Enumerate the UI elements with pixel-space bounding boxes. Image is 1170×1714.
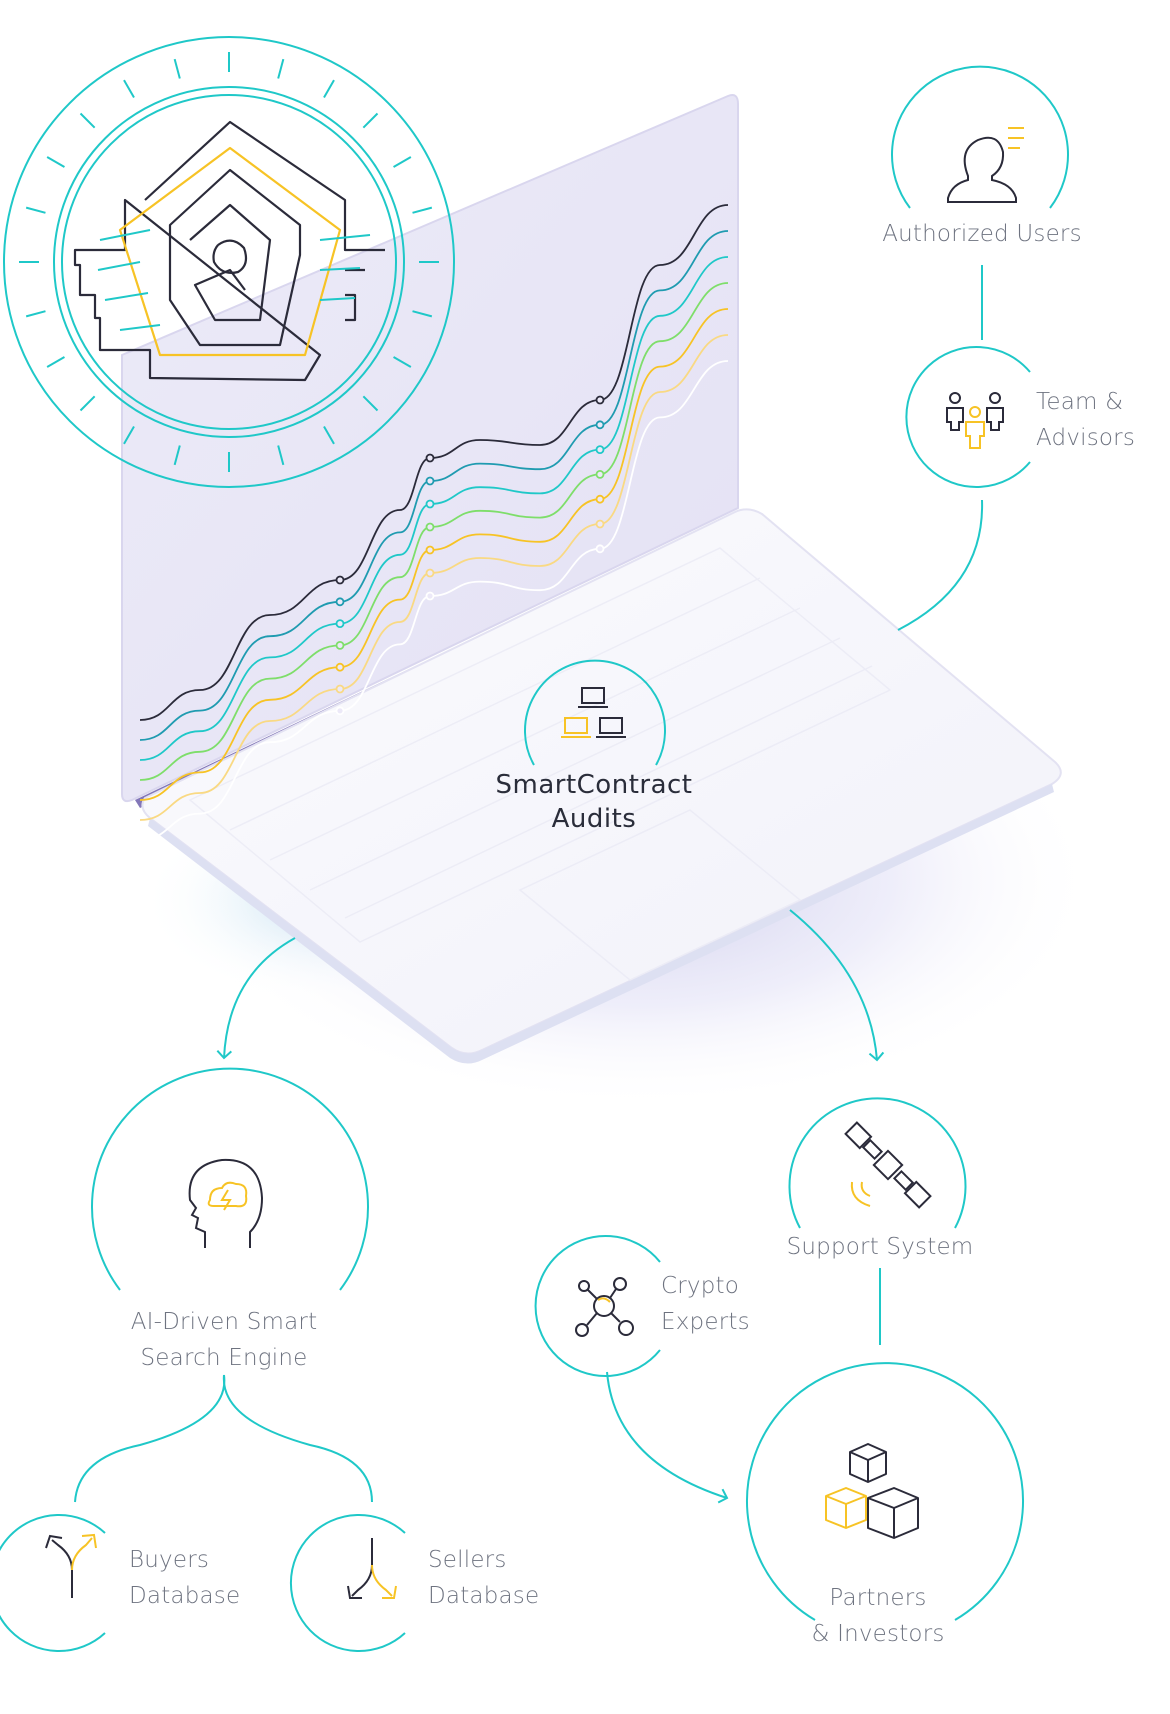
sellers-label-line1: Sellers — [428, 1547, 507, 1573]
center-label-line1: SmartContract — [495, 770, 693, 800]
logo-tick — [362, 395, 379, 412]
chart-point — [595, 445, 605, 455]
chart-point — [335, 597, 345, 607]
logo-tick — [79, 112, 96, 129]
chart-point — [425, 568, 435, 578]
logo-tick — [362, 112, 379, 129]
chart-point — [425, 476, 435, 486]
ai-label-line1: AI-Driven Smart — [130, 1309, 318, 1335]
logo-tick — [79, 395, 96, 412]
keyboard — [188, 547, 892, 943]
user-list-icon — [947, 127, 1024, 203]
chart-point — [425, 522, 435, 532]
chart-point — [335, 662, 345, 672]
logo-tick — [323, 426, 335, 445]
satellite-icon — [844, 1121, 932, 1209]
chart-point — [595, 544, 605, 554]
center-node-label: SmartContract Audits — [496, 768, 693, 836]
logo-tick — [277, 445, 285, 466]
team-people-icon — [946, 392, 1004, 449]
split-arrows-up-icon — [45, 1533, 97, 1598]
laptop-screen — [121, 94, 739, 803]
support-label-text: Support System — [786, 1234, 974, 1260]
crypto-label-line1: Crypto — [661, 1273, 740, 1299]
chart-point — [595, 395, 605, 405]
logo-tick — [46, 156, 65, 168]
logo-tick — [277, 58, 285, 79]
chart-point — [425, 499, 435, 509]
partners-label-line2: & Investors — [811, 1621, 945, 1647]
brain-head-icon — [188, 1158, 264, 1248]
logo-tick — [123, 426, 135, 445]
team-advisors-label: Team & Advisors — [1036, 384, 1135, 456]
laptops-network-icon — [561, 687, 626, 738]
chart-point — [595, 494, 605, 504]
sellers-database-label: Sellers Database — [428, 1542, 539, 1614]
crypto-label-line2: Experts — [661, 1309, 750, 1335]
team-label-line2: Advisors — [1036, 425, 1136, 451]
chart-point — [335, 706, 345, 716]
logo-tick — [412, 310, 433, 318]
logo-tick — [25, 310, 46, 318]
ai-label-line2: Search Engine — [140, 1345, 308, 1371]
maze-shield-logo — [3, 36, 455, 488]
partners-label-line1: Partners — [829, 1585, 927, 1611]
buyers-label-line2: Database — [129, 1583, 241, 1609]
logo-tick — [393, 156, 412, 168]
logo-tick — [393, 356, 412, 368]
logo-tick — [173, 445, 181, 466]
chart-point — [425, 591, 435, 601]
authorized-users-label: Authorized Users — [882, 216, 1082, 252]
chart-point — [335, 641, 345, 650]
split-arrows-down-icon — [347, 1538, 397, 1599]
logo-tick — [46, 356, 65, 368]
crypto-experts-label: Crypto Experts — [661, 1268, 750, 1340]
chart-point — [425, 453, 435, 463]
chart-point — [335, 575, 345, 585]
chart-point — [595, 469, 605, 479]
partners-investors-label: Partners & Investors — [811, 1580, 944, 1652]
node-circles — [0, 65, 1069, 1652]
team-label-line1: Team & — [1036, 389, 1124, 415]
logo-tick — [173, 58, 181, 79]
cubes-icon — [825, 1443, 919, 1539]
authorized-users-text: Authorized Users — [882, 221, 1082, 247]
logo-tick — [412, 206, 433, 214]
sellers-label-line2: Database — [428, 1583, 540, 1609]
laptop — [121, 94, 1062, 1064]
logo-tick — [123, 79, 135, 98]
ai-engine-label: AI-Driven Smart Search Engine — [131, 1304, 318, 1376]
logo-tick — [25, 206, 46, 214]
logo-tick — [323, 79, 335, 98]
chart-point — [335, 684, 345, 694]
connectors — [74, 265, 984, 1504]
support-system-label: Support System — [787, 1229, 974, 1265]
chart-point — [595, 420, 605, 430]
center-label-line2: Audits — [551, 804, 637, 834]
buyers-label-line1: Buyers — [129, 1547, 210, 1573]
chart-point — [335, 619, 345, 628]
growth-chart — [139, 204, 729, 841]
buyers-database-label: Buyers Database — [129, 1542, 240, 1614]
molecule-network-icon — [575, 1277, 634, 1337]
chart-point — [595, 519, 605, 529]
chart-point — [425, 545, 435, 555]
